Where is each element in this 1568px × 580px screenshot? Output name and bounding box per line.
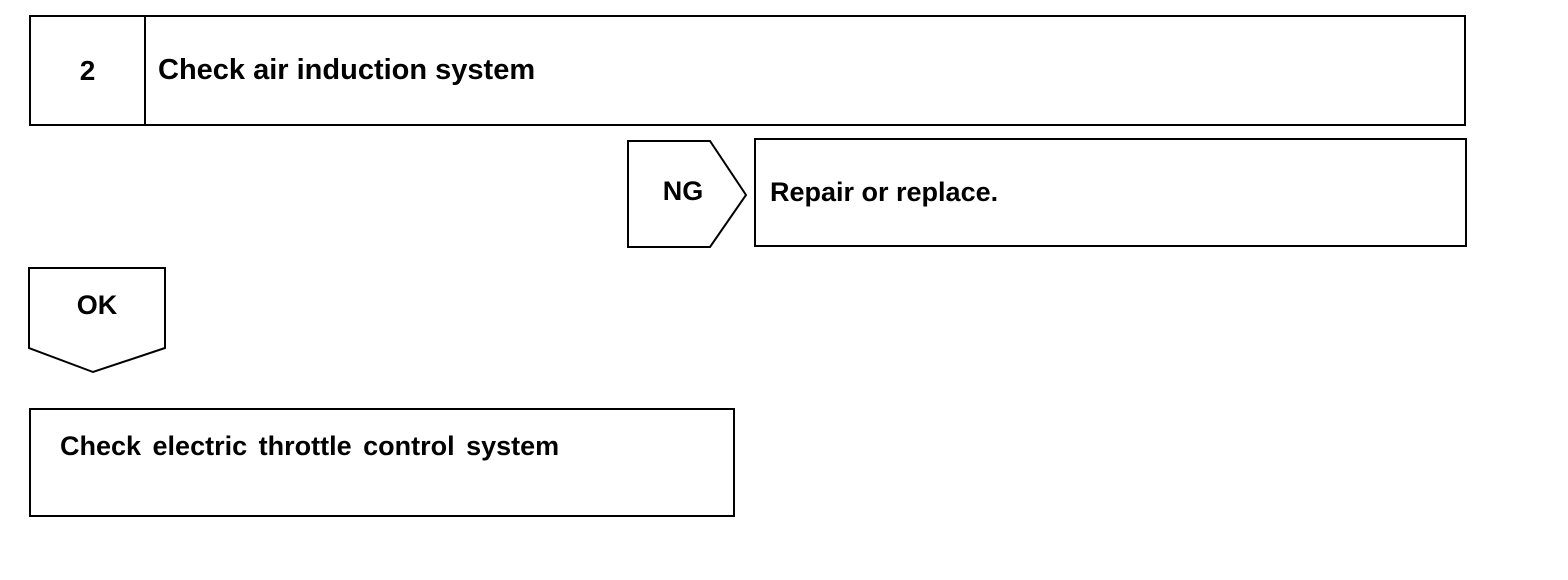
ok-label: OK — [76, 290, 118, 320]
next-step-box: Check electric throttle control system — [29, 408, 735, 517]
next-step-text: Check electric throttle control system — [60, 431, 560, 461]
step-box: 2 Check air induction system — [29, 15, 1466, 126]
step-title: Check air induction system — [158, 54, 536, 86]
ng-arrow-outline — [627, 140, 748, 248]
step-number: 2 — [31, 17, 146, 124]
repair-text: Repair or replace. — [770, 177, 999, 207]
repair-box: Repair or replace. — [754, 138, 1467, 247]
ng-label: NG — [662, 176, 704, 206]
ok-arrow-outline — [28, 267, 166, 374]
